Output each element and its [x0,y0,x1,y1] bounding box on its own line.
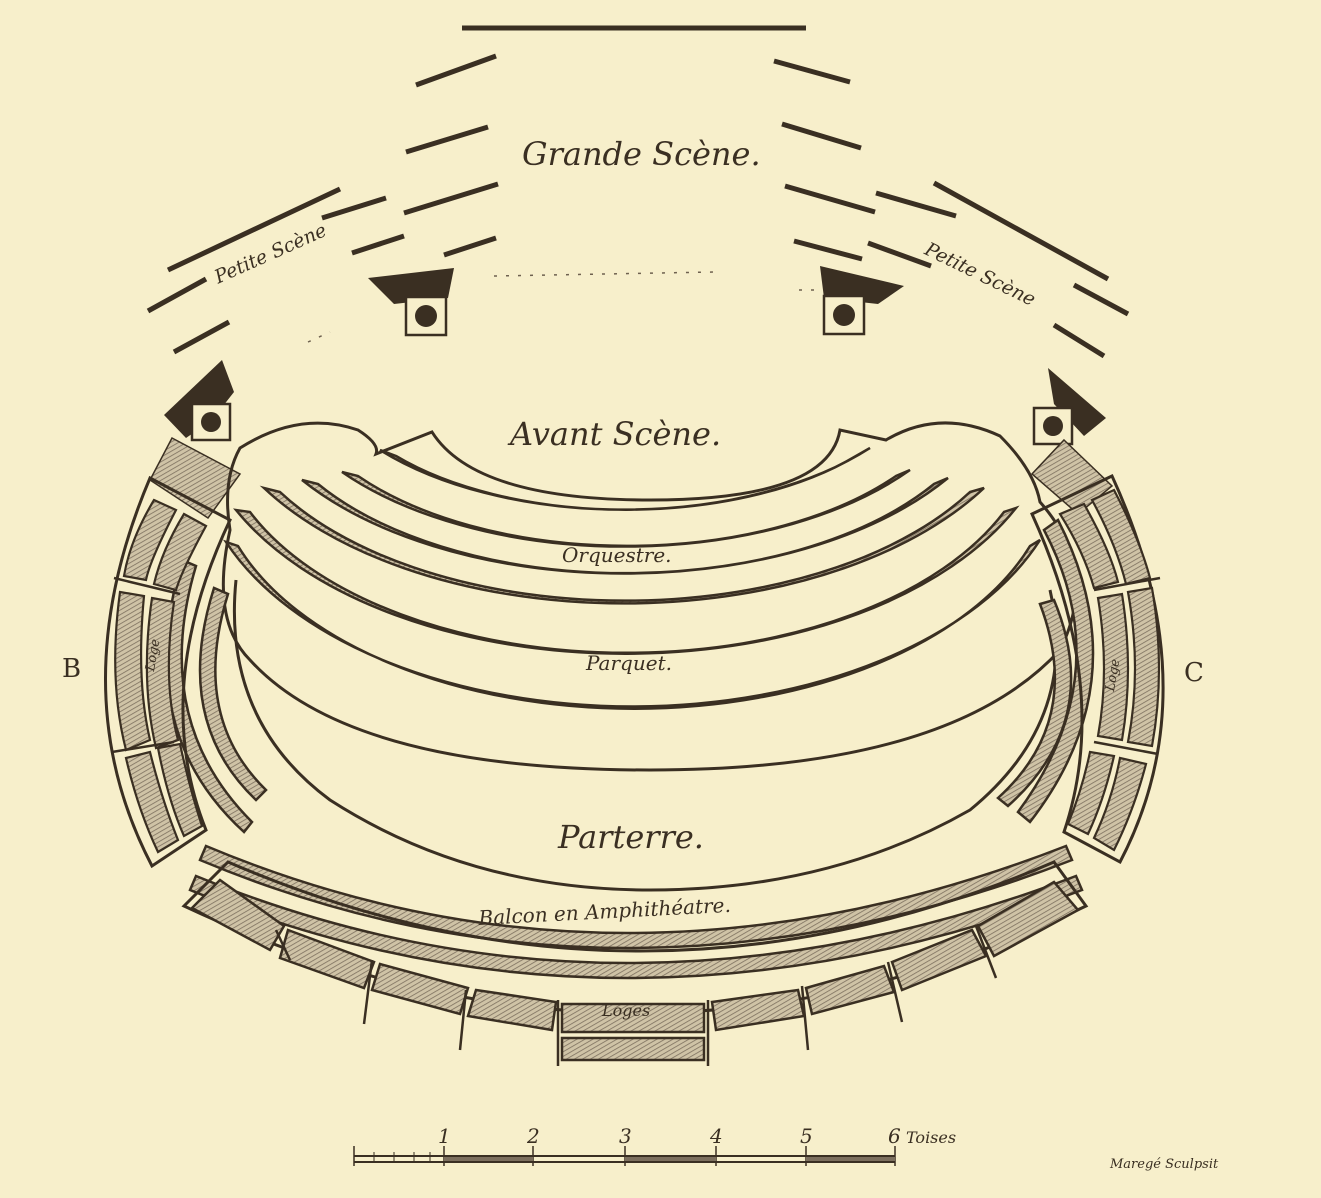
scale-tick-5: 5 [800,1124,813,1148]
point-b-label: B [62,654,82,684]
stage-flats [146,25,1130,359]
engraver-signature: Maregé Sculpsit [1110,1157,1219,1172]
parquet-label: Parquet. [586,651,672,675]
scale-tick-4: 4 [710,1124,723,1148]
point-c-label: C [1184,658,1204,688]
pillar-right-upper [820,266,904,336]
scale-tick-6: 6 [888,1124,901,1148]
passage-left [149,436,242,520]
pillar-left-lower [164,360,234,442]
loges-bottom-label: Loges [602,1001,651,1020]
pillar-right-lower [1032,368,1106,446]
pillar-left-upper [368,268,454,337]
scale-tick-1: 1 [438,1124,451,1148]
avant-scene-label: Avant Scène. [510,415,722,453]
loges-right [1030,473,1165,865]
parterre-outline [232,579,1058,892]
grande-scene-label: Grande Scène. [522,135,761,173]
scale-unit: Toises [906,1128,957,1147]
scale-tick-3: 3 [619,1124,632,1148]
loges-bottom [181,860,1089,1066]
loges-left [104,475,232,869]
scale-tick-2: 2 [527,1124,540,1148]
parquet-benches [222,446,1042,710]
orquestre-label: Orquestre. [562,543,672,567]
parquet-outline [221,421,1078,772]
scale-bar [353,1146,896,1166]
parterre-label: Parterre. [558,818,704,856]
